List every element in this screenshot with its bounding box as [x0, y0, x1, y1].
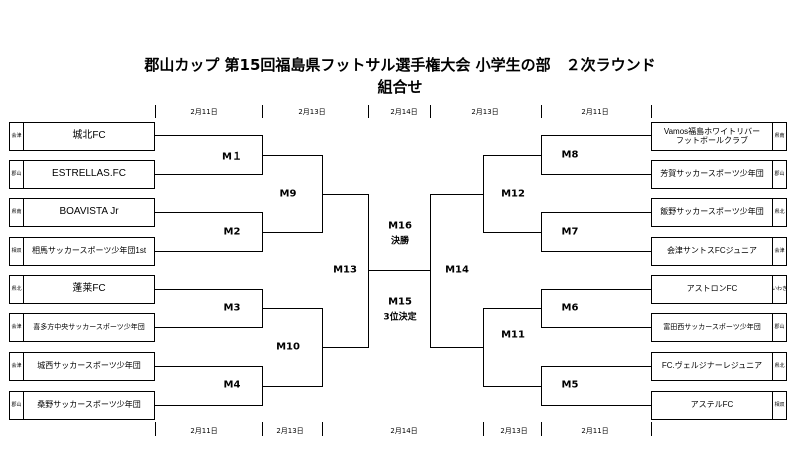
team-slot-right-4: 会津 会津サントスFCジュニア: [651, 237, 787, 266]
team-slot-left-8: 郡山 桑野サッカースポーツ少年団: [9, 391, 155, 420]
team-name: アストロンFC: [686, 284, 738, 294]
team-name: 芳賀サッカースポーツ少年団: [660, 169, 764, 179]
region-label: 県北: [772, 199, 786, 226]
final-label: 決勝: [390, 236, 410, 247]
match-label-m3: M3: [223, 302, 241, 314]
match-label-m4: M4: [223, 379, 241, 391]
match-label-m8: M8: [561, 149, 579, 161]
team-name: 城北FC: [72, 130, 106, 142]
region-label: 郡山: [772, 161, 786, 188]
date-label-bottom-final: 2月14日: [390, 427, 418, 435]
team-name: 喜多方中央サッカースポーツ少年団: [33, 323, 145, 331]
region-label: 郡山: [772, 314, 786, 341]
team-slot-right-2: 郡山 芳賀サッカースポーツ少年団: [651, 160, 787, 189]
region-label: 県北: [10, 276, 24, 303]
team-slot-left-3: 県南 BOAVISTA Jr: [9, 198, 155, 227]
team-slot-right-7: 県北 FC.ヴェルジナーレジュニア: [651, 352, 787, 381]
region-label: 郡山: [10, 392, 24, 419]
region-label: 県南: [772, 123, 786, 150]
team-name: BOAVISTA Jr: [59, 206, 119, 218]
region-label: 県南: [10, 199, 24, 226]
team-name: FC.ヴェルジナーレジュニア: [661, 361, 763, 371]
team-slot-left-2: 郡山 ESTRELLAS.FC: [9, 160, 155, 189]
team-slot-left-1: 会津 城北FC: [9, 122, 155, 151]
date-label-bottom-r2-left: 2月13日: [276, 427, 304, 435]
match-label-m10: M10: [276, 341, 300, 353]
region-label: いわき: [772, 276, 786, 303]
team-slot-left-6: 会津 喜多方中央サッカースポーツ少年団: [9, 313, 155, 342]
team-name: ESTRELLAS.FC: [52, 168, 126, 180]
match-label-m9: M9: [279, 188, 297, 200]
region-label: 相双: [772, 392, 786, 419]
team-name: 会津サントスFCジュニア: [666, 246, 758, 256]
region-label: 会津: [10, 123, 24, 150]
date-label-bottom-r2-right: 2月13日: [500, 427, 528, 435]
team-slot-right-3: 県北 飯野サッカースポーツ少年団: [651, 198, 787, 227]
match-label-m15: M15: [388, 296, 412, 308]
page-title: 郡山カップ 第15回福島県フットサル選手権大会 小学生の部 ２次ラウンド: [144, 56, 656, 74]
team-name: Vamos福島ホワイトリバーフットボールクラブ: [663, 127, 761, 145]
date-label-top-r2-right: 2月13日: [471, 108, 499, 116]
match-label-m1: M１: [222, 151, 242, 163]
match-label-m13: M13: [333, 264, 357, 276]
team-name: 城西サッカースポーツ少年団: [37, 361, 141, 371]
region-label: 相双: [10, 238, 24, 265]
region-label: 郡山: [10, 161, 24, 188]
team-slot-right-5: いわき アストロンFC: [651, 275, 787, 304]
team-slot-right-6: 郡山 富田西サッカースポーツ少年団: [651, 313, 787, 342]
team-name: 富田西サッカースポーツ少年団: [663, 323, 761, 331]
date-label-top-r1-left: 2月11日: [190, 108, 218, 116]
team-name: アステルFC: [690, 400, 734, 410]
team-name: 相馬サッカースポーツ少年団1st: [31, 246, 147, 256]
date-label-top-final: 2月14日: [390, 108, 418, 116]
team-slot-left-7: 会津 城西サッカースポーツ少年団: [9, 352, 155, 381]
team-slot-left-5: 県北 蓬莱FC: [9, 275, 155, 304]
date-label-bottom-r1-left: 2月11日: [190, 427, 218, 435]
match-label-m11: M11: [501, 329, 525, 341]
third-place-label: 3位決定: [383, 312, 417, 323]
date-label-top-r2-left: 2月13日: [298, 108, 326, 116]
date-label-top-r1-right: 2月11日: [581, 108, 609, 116]
team-slot-right-1: 県南 Vamos福島ホワイトリバーフットボールクラブ: [651, 122, 787, 151]
match-label-m5: M5: [561, 379, 579, 391]
match-label-m2: M2: [223, 226, 241, 238]
region-label: 会津: [10, 353, 24, 380]
team-slot-right-8: 相双 アステルFC: [651, 391, 787, 420]
team-name: 桑野サッカースポーツ少年団: [37, 400, 141, 410]
region-label: 会津: [772, 238, 786, 265]
date-label-bottom-r1-right: 2月11日: [581, 427, 609, 435]
team-name: 蓬莱FC: [72, 283, 106, 295]
match-label-m12: M12: [501, 188, 525, 200]
team-slot-left-4: 相双 相馬サッカースポーツ少年団1st: [9, 237, 155, 266]
region-label: 会津: [10, 314, 24, 341]
page-subtitle: 組合せ: [377, 78, 423, 96]
match-label-m7: M7: [561, 226, 579, 238]
match-label-m6: M6: [561, 302, 579, 314]
match-label-m16: M16: [388, 220, 412, 232]
region-label: 県北: [772, 353, 786, 380]
match-label-m14: M14: [445, 264, 469, 276]
team-name: 飯野サッカースポーツ少年団: [660, 207, 764, 217]
